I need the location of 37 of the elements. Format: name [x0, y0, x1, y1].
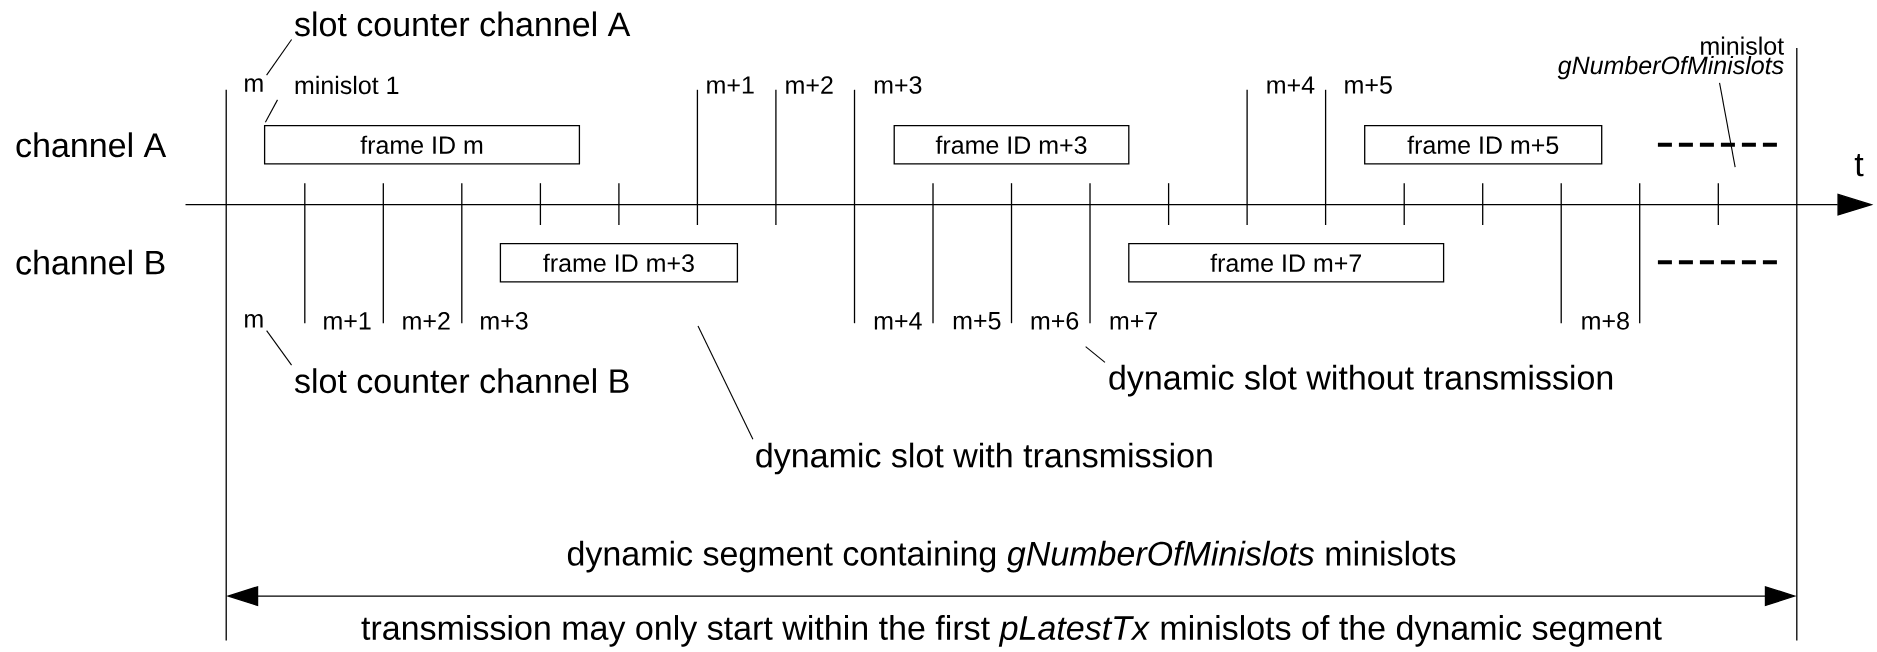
leader-line: [266, 38, 293, 76]
leader-line: [264, 99, 279, 123]
channel-label: channel A: [16, 132, 167, 158]
slot-counter-label: m: [245, 78, 263, 92]
leader-line: [1719, 82, 1736, 168]
leader-text: minislot gNumberOfMinislots: [1557, 36, 1784, 80]
frame-box: frame ID m+5: [1364, 125, 1603, 165]
frame-box: frame ID m: [263, 125, 581, 165]
slot-counter-label: m: [245, 314, 263, 328]
frame-box: frame ID m+3: [893, 125, 1130, 165]
leader-line: [697, 325, 754, 440]
leader-line: [266, 330, 293, 366]
axis-label: t: [1854, 154, 1864, 177]
leader-text: slot counter channel B: [294, 368, 629, 394]
leader-line: [1085, 346, 1106, 363]
slot-counter-label: m+3: [874, 76, 922, 94]
slot-counter-label: m+3: [481, 311, 528, 330]
slot-counter-label: m+7: [1110, 312, 1157, 330]
frame-box: frame ID m+3: [499, 243, 739, 283]
slot-counter-label: m+1: [324, 312, 371, 330]
slot-counter-label: m+2: [786, 76, 833, 94]
slot-counter-label: m+1: [707, 76, 754, 94]
leader-text: slot counter channel A: [294, 11, 631, 37]
leader-text: dynamic slot without transmission: [1109, 364, 1613, 397]
segment-caption: transmission may only start within the first pLatestTx minislots of the dynamic segment: [361, 615, 1662, 647]
slot-counter-label: m+6: [1031, 311, 1079, 330]
slot-counter-label: m+2: [403, 312, 450, 330]
slot-counter-label: m+5: [953, 312, 1001, 330]
slot-counter-label: m+8: [1582, 311, 1629, 330]
segment-caption: dynamic segment containing gNumberOfMinislots minislots: [567, 540, 1456, 573]
slot-counter-label: m+5: [1345, 76, 1392, 94]
leader-text: minislot 1: [295, 75, 399, 95]
slot-counter-label: m+4: [874, 312, 922, 330]
frame-box: frame ID m+7: [1128, 243, 1445, 283]
slot-counter-label: m+4: [1267, 76, 1315, 94]
leader-text: dynamic slot with transmission: [756, 442, 1212, 475]
channel-label: channel B: [16, 249, 165, 275]
